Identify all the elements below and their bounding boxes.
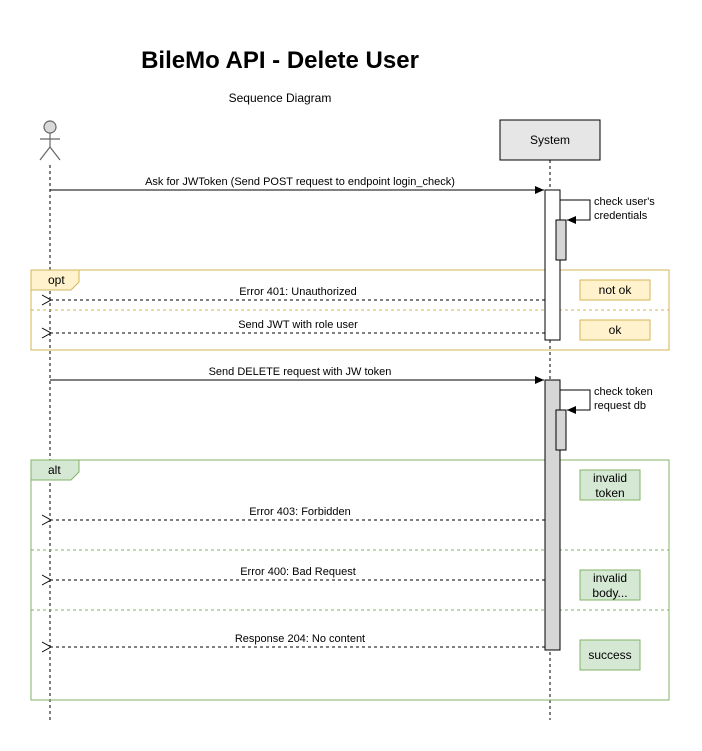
message-send-delete: Send DELETE request with JW token: [50, 366, 544, 384]
message-ask-token: Ask for JWToken (Send POST request to en…: [50, 176, 544, 194]
system-participant: System: [499, 119, 601, 161]
message-send-jwt-label: Send JWT with role user: [238, 319, 358, 331]
self-call-credentials-line1: check user's: [594, 196, 655, 208]
system-box: [499, 119, 601, 161]
note-invalid-body-line1: invalid: [593, 571, 627, 585]
alt-label: alt: [48, 463, 61, 477]
message-error-400-label: Error 400: Bad Request: [240, 566, 356, 578]
diagram-subtitle: Sequence Diagram: [229, 91, 332, 105]
self-call-check-token: check token request db: [560, 386, 653, 414]
message-error-403: Error 403: Forbidden: [51, 506, 545, 520]
message-ask-token-label: Ask for JWToken (Send POST request to en…: [145, 176, 455, 188]
note-success-label: success: [588, 648, 631, 662]
message-send-jwt: Send JWT with role user: [51, 319, 545, 333]
self-call-credentials-line2: credentials: [594, 210, 648, 222]
opt-fragment: opt: [30, 269, 670, 351]
note-success: success: [579, 639, 641, 671]
actor-figure: [39, 120, 61, 161]
note-invalid-body: invalid body...: [579, 569, 641, 601]
message-error-401: Error 401: Unauthorized: [51, 286, 545, 300]
message-response-204-label: Response 204: No content: [235, 633, 365, 645]
diagram-title: BileMo API - Delete User: [141, 47, 419, 74]
note-invalid-token: invalid token: [579, 469, 641, 501]
self-call-check-credentials: check user's credentials: [560, 196, 655, 224]
message-response-204: Response 204: No content: [51, 633, 545, 647]
message-send-delete-label: Send DELETE request with JW token: [209, 366, 392, 378]
activation-bar-login: [544, 189, 561, 341]
note-invalid-body-line2: body...: [592, 586, 627, 600]
alt-fragment: alt: [30, 459, 670, 701]
self-call-token-line1: check token: [594, 386, 653, 398]
message-error-401-label: Error 401: Unauthorized: [239, 286, 356, 298]
message-error-400: Error 400: Bad Request: [51, 566, 545, 580]
note-ok-label: ok: [609, 323, 623, 337]
activation-bar-credentials: [555, 219, 567, 261]
note-ok: ok: [579, 319, 651, 341]
activation-bar-token-check: [555, 409, 567, 451]
note-not-ok: not ok: [579, 279, 651, 301]
note-invalid-token-line1: invalid: [593, 471, 627, 485]
note-not-ok-label: not ok: [599, 283, 633, 297]
system-label: System: [530, 133, 570, 147]
self-call-token-line2: request db: [594, 400, 646, 412]
note-invalid-token-line2: token: [595, 486, 624, 500]
opt-label: opt: [48, 273, 65, 287]
message-error-403-label: Error 403: Forbidden: [249, 506, 351, 518]
